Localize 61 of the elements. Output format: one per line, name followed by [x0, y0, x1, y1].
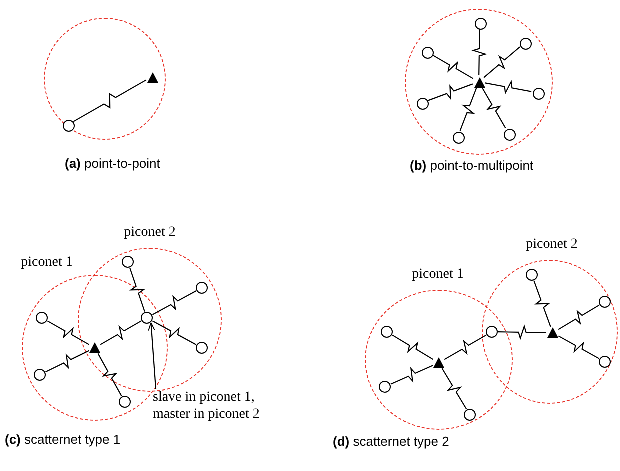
slave-node — [464, 409, 476, 421]
master-node — [89, 342, 101, 354]
slave-node — [504, 129, 516, 141]
panel-caption: (b) point-to-multipoint — [410, 158, 534, 174]
slave-node — [486, 326, 498, 338]
zigzag-link — [47, 320, 90, 346]
zigzag-link — [482, 87, 506, 129]
zigzag-link — [100, 320, 142, 346]
slave-node — [34, 369, 46, 381]
slave-node — [36, 312, 48, 324]
zigzag-link — [152, 320, 197, 346]
zigzag-link — [152, 290, 197, 316]
zigzag-link — [392, 334, 434, 360]
slave-node — [63, 120, 75, 132]
piconet-label: piconet 2 — [525, 237, 579, 253]
slave-node — [417, 98, 429, 110]
zigzag-link — [432, 54, 474, 80]
piconet-label: piconet 2 — [123, 225, 177, 241]
piconet-label: piconet 1 — [20, 255, 74, 271]
slave-node — [119, 396, 131, 408]
zigzag-link — [73, 80, 147, 122]
zigzag-link — [498, 324, 546, 340]
slave-node — [526, 269, 538, 281]
slave-node — [141, 312, 153, 324]
zigzag-link — [472, 30, 488, 76]
zigzag-link — [442, 368, 468, 410]
zigzag-link — [460, 88, 478, 132]
slave-node — [599, 296, 611, 308]
zigzag-link — [558, 304, 600, 330]
slave-node — [599, 356, 611, 368]
master-node — [474, 77, 486, 89]
slave-node — [122, 256, 134, 268]
range-circle — [44, 18, 166, 140]
zigzag-link — [390, 365, 434, 385]
slave-node — [453, 132, 465, 144]
panel-caption: (d) scatternet type 2 — [333, 434, 450, 450]
slave-node — [381, 326, 393, 338]
annotation-text: slave in piconet 1, master in piconet 2 — [153, 389, 293, 425]
zigzag-link — [98, 353, 122, 397]
zigzag-link — [485, 80, 532, 95]
zigzag-link — [534, 280, 552, 328]
piconet-label: piconet 1 — [411, 267, 465, 283]
master-node — [433, 357, 445, 369]
master-node — [147, 72, 159, 84]
zigzag-link — [46, 350, 90, 373]
slave-node — [196, 342, 208, 354]
slave-node — [196, 282, 208, 294]
slave-node — [533, 88, 545, 100]
zigzag-link — [444, 334, 487, 360]
master-node — [547, 327, 559, 339]
slave-node — [379, 381, 391, 393]
zigzag-link — [484, 46, 520, 78]
slave-node — [475, 18, 487, 30]
slave-node — [520, 38, 532, 50]
panel-caption: (a) point-to-point — [65, 156, 160, 172]
zigzag-link — [558, 336, 600, 360]
zigzag-link — [428, 84, 474, 102]
panel-caption: (c) scatternet type 1 — [5, 432, 121, 448]
zigzag-link — [129, 268, 146, 312]
range-circle — [405, 9, 553, 155]
slave-node — [422, 47, 434, 59]
